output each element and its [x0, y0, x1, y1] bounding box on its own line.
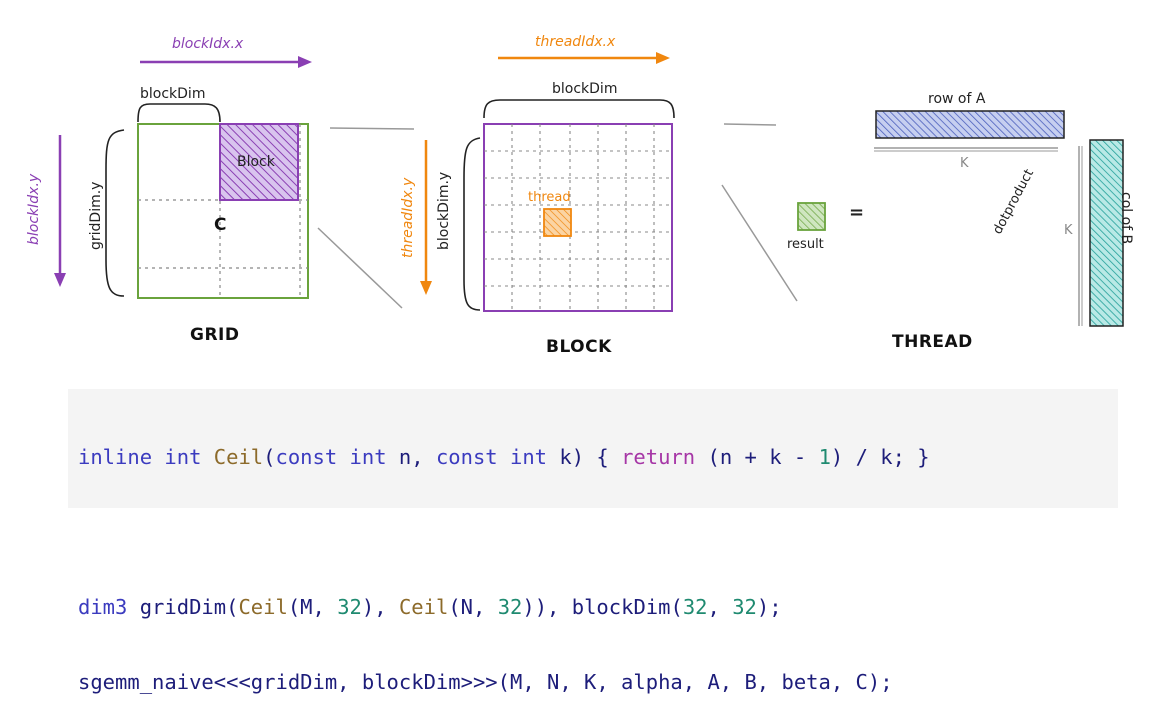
- code-token: (n + k -: [695, 445, 819, 469]
- grid-caption: GRID: [190, 325, 239, 345]
- code-token: k) {: [559, 445, 622, 469]
- code-token: 1: [818, 445, 831, 469]
- dotproduct-label: dotproduct: [990, 167, 1037, 237]
- result-label: result: [787, 237, 824, 252]
- threadidx-x-label: threadIdx.x: [535, 34, 616, 50]
- grid-block-label: Block: [237, 154, 276, 170]
- code-token: 32: [732, 595, 757, 619]
- code-line-1: inline int Ceil(const int n, const int k…: [78, 445, 1118, 470]
- code-token: Ceil: [213, 445, 264, 469]
- block-section: threadIdx.x threadIdx.y blockDim blockDi…: [400, 34, 798, 357]
- code-token: Ceil: [238, 595, 288, 619]
- code-token: inline int: [78, 445, 214, 469]
- code-line-3: dim3 gridDim(Ceil(M, 32), Ceil(N, 32)), …: [78, 595, 1118, 620]
- code-block: inline int Ceil(const int n, const int k…: [68, 389, 1118, 694]
- code-token: 32: [337, 595, 362, 619]
- code-token: return: [621, 445, 696, 469]
- code-token: const int: [275, 445, 399, 469]
- row-k-label: K: [960, 156, 969, 171]
- blockidx-y-label: blockIdx.y: [26, 173, 42, 245]
- code-token: 32: [682, 595, 708, 619]
- grid-blockdim-label: blockDim: [140, 86, 205, 102]
- code-token: ) / k; }: [830, 445, 930, 469]
- cuda-hierarchy-diagram: blockIdx.x blockIdx.y blockDim gridDim.y…: [26, 34, 1134, 357]
- blockidx-y-arrow: [54, 135, 66, 287]
- equals-sign: =: [849, 202, 864, 223]
- block-grid-lines: [484, 124, 672, 311]
- thread-section: row of A K col of B K dotproduct result …: [787, 91, 1134, 352]
- code-token: (: [263, 445, 276, 469]
- code-token: (N,: [448, 595, 498, 619]
- row-of-a-bar: [875, 110, 1065, 139]
- block-thread-label: thread: [528, 190, 571, 205]
- col-of-b-bar: [1089, 139, 1124, 327]
- block-box: [483, 123, 673, 312]
- code-line-2: [78, 520, 1118, 545]
- thread-caption: THREAD: [892, 332, 973, 352]
- code-token: Ceil: [398, 595, 449, 619]
- blockidx-x-label: blockIdx.x: [172, 36, 244, 52]
- row-of-a-label: row of A: [928, 91, 986, 107]
- block-blockdim-label: blockDim: [552, 81, 617, 97]
- grid-blockdim-brace: [137, 103, 221, 123]
- block-caption: BLOCK: [546, 337, 612, 357]
- grid-matrix-label: C: [214, 215, 226, 235]
- code-token: dim3: [78, 595, 140, 619]
- code-token: const int: [435, 445, 560, 469]
- code-line-4: sgemm_naive<<<gridDim, blockDim>>>(M, N,…: [78, 670, 1118, 695]
- grid-section: blockIdx.x blockIdx.y blockDim gridDim.y…: [26, 36, 415, 345]
- code-token: 32: [497, 595, 523, 619]
- grid-block-cell: [219, 123, 299, 201]
- code-token: gridDim(: [139, 595, 239, 619]
- code-token: ),: [361, 595, 399, 619]
- threadidx-x-arrow: [498, 52, 670, 64]
- result-cell: [797, 202, 826, 231]
- code-token: ,: [707, 595, 733, 619]
- blockdim-y-brace: [463, 137, 481, 311]
- blockdim-y-label: blockDim.y: [436, 172, 452, 250]
- blockidx-x-arrow: [140, 56, 312, 68]
- code-token: sgemm_naive<<<gridDim, blockDim>>>(M, N,…: [78, 670, 893, 694]
- code-token: (M,: [287, 595, 338, 619]
- block-blockdim-brace: [483, 99, 675, 119]
- threadidx-y-label: threadIdx.y: [400, 177, 416, 258]
- col-k-label: K: [1064, 223, 1073, 238]
- code-token: n,: [398, 445, 436, 469]
- code-token: )), blockDim(: [522, 595, 683, 619]
- code-token: );: [756, 595, 782, 619]
- col-of-b-label: col of B: [1118, 192, 1134, 244]
- griddim-y-label: gridDim.y: [88, 182, 104, 250]
- block-thread-cell: [543, 208, 572, 237]
- threadidx-y-arrow: [420, 140, 432, 295]
- griddim-y-brace: [105, 129, 125, 297]
